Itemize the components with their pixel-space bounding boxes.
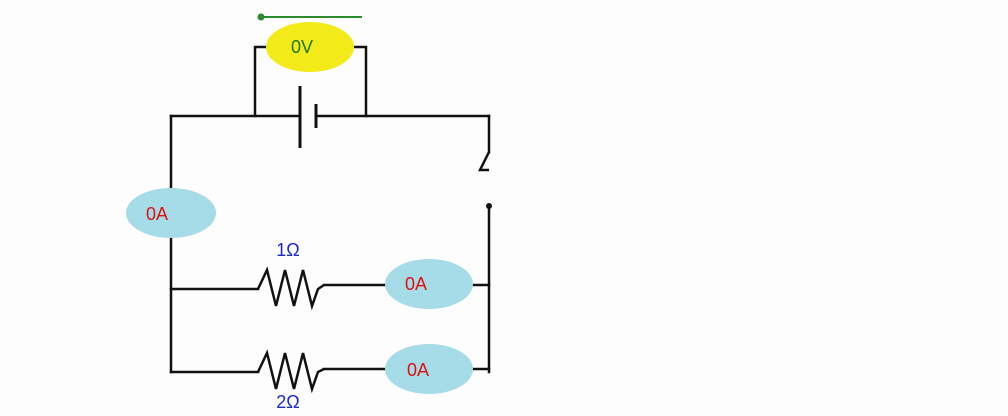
resistor-2[interactable] [256,349,325,394]
voltmeter[interactable]: 0V [266,22,354,72]
ammeter-branch-2[interactable]: 0A [385,344,473,394]
ammeter-branch-1-reading: 0A [405,274,427,294]
ammeter-branch-1[interactable]: 0A [385,259,473,309]
resistor-2-label: 2Ω [276,392,299,412]
ammeter-main-reading: 0A [146,204,168,224]
voltmeter-reading: 0V [291,37,313,57]
voltmeter-probe[interactable] [257,13,363,21]
resistor-1-label: 1Ω [276,240,299,260]
circuit-wires [169,45,491,374]
ammeter-branch-2-reading: 0A [407,360,429,380]
ammeter-main[interactable]: 0A [126,188,216,238]
battery[interactable] [298,86,318,148]
switch[interactable] [477,151,492,209]
resistor-1[interactable] [256,266,325,311]
